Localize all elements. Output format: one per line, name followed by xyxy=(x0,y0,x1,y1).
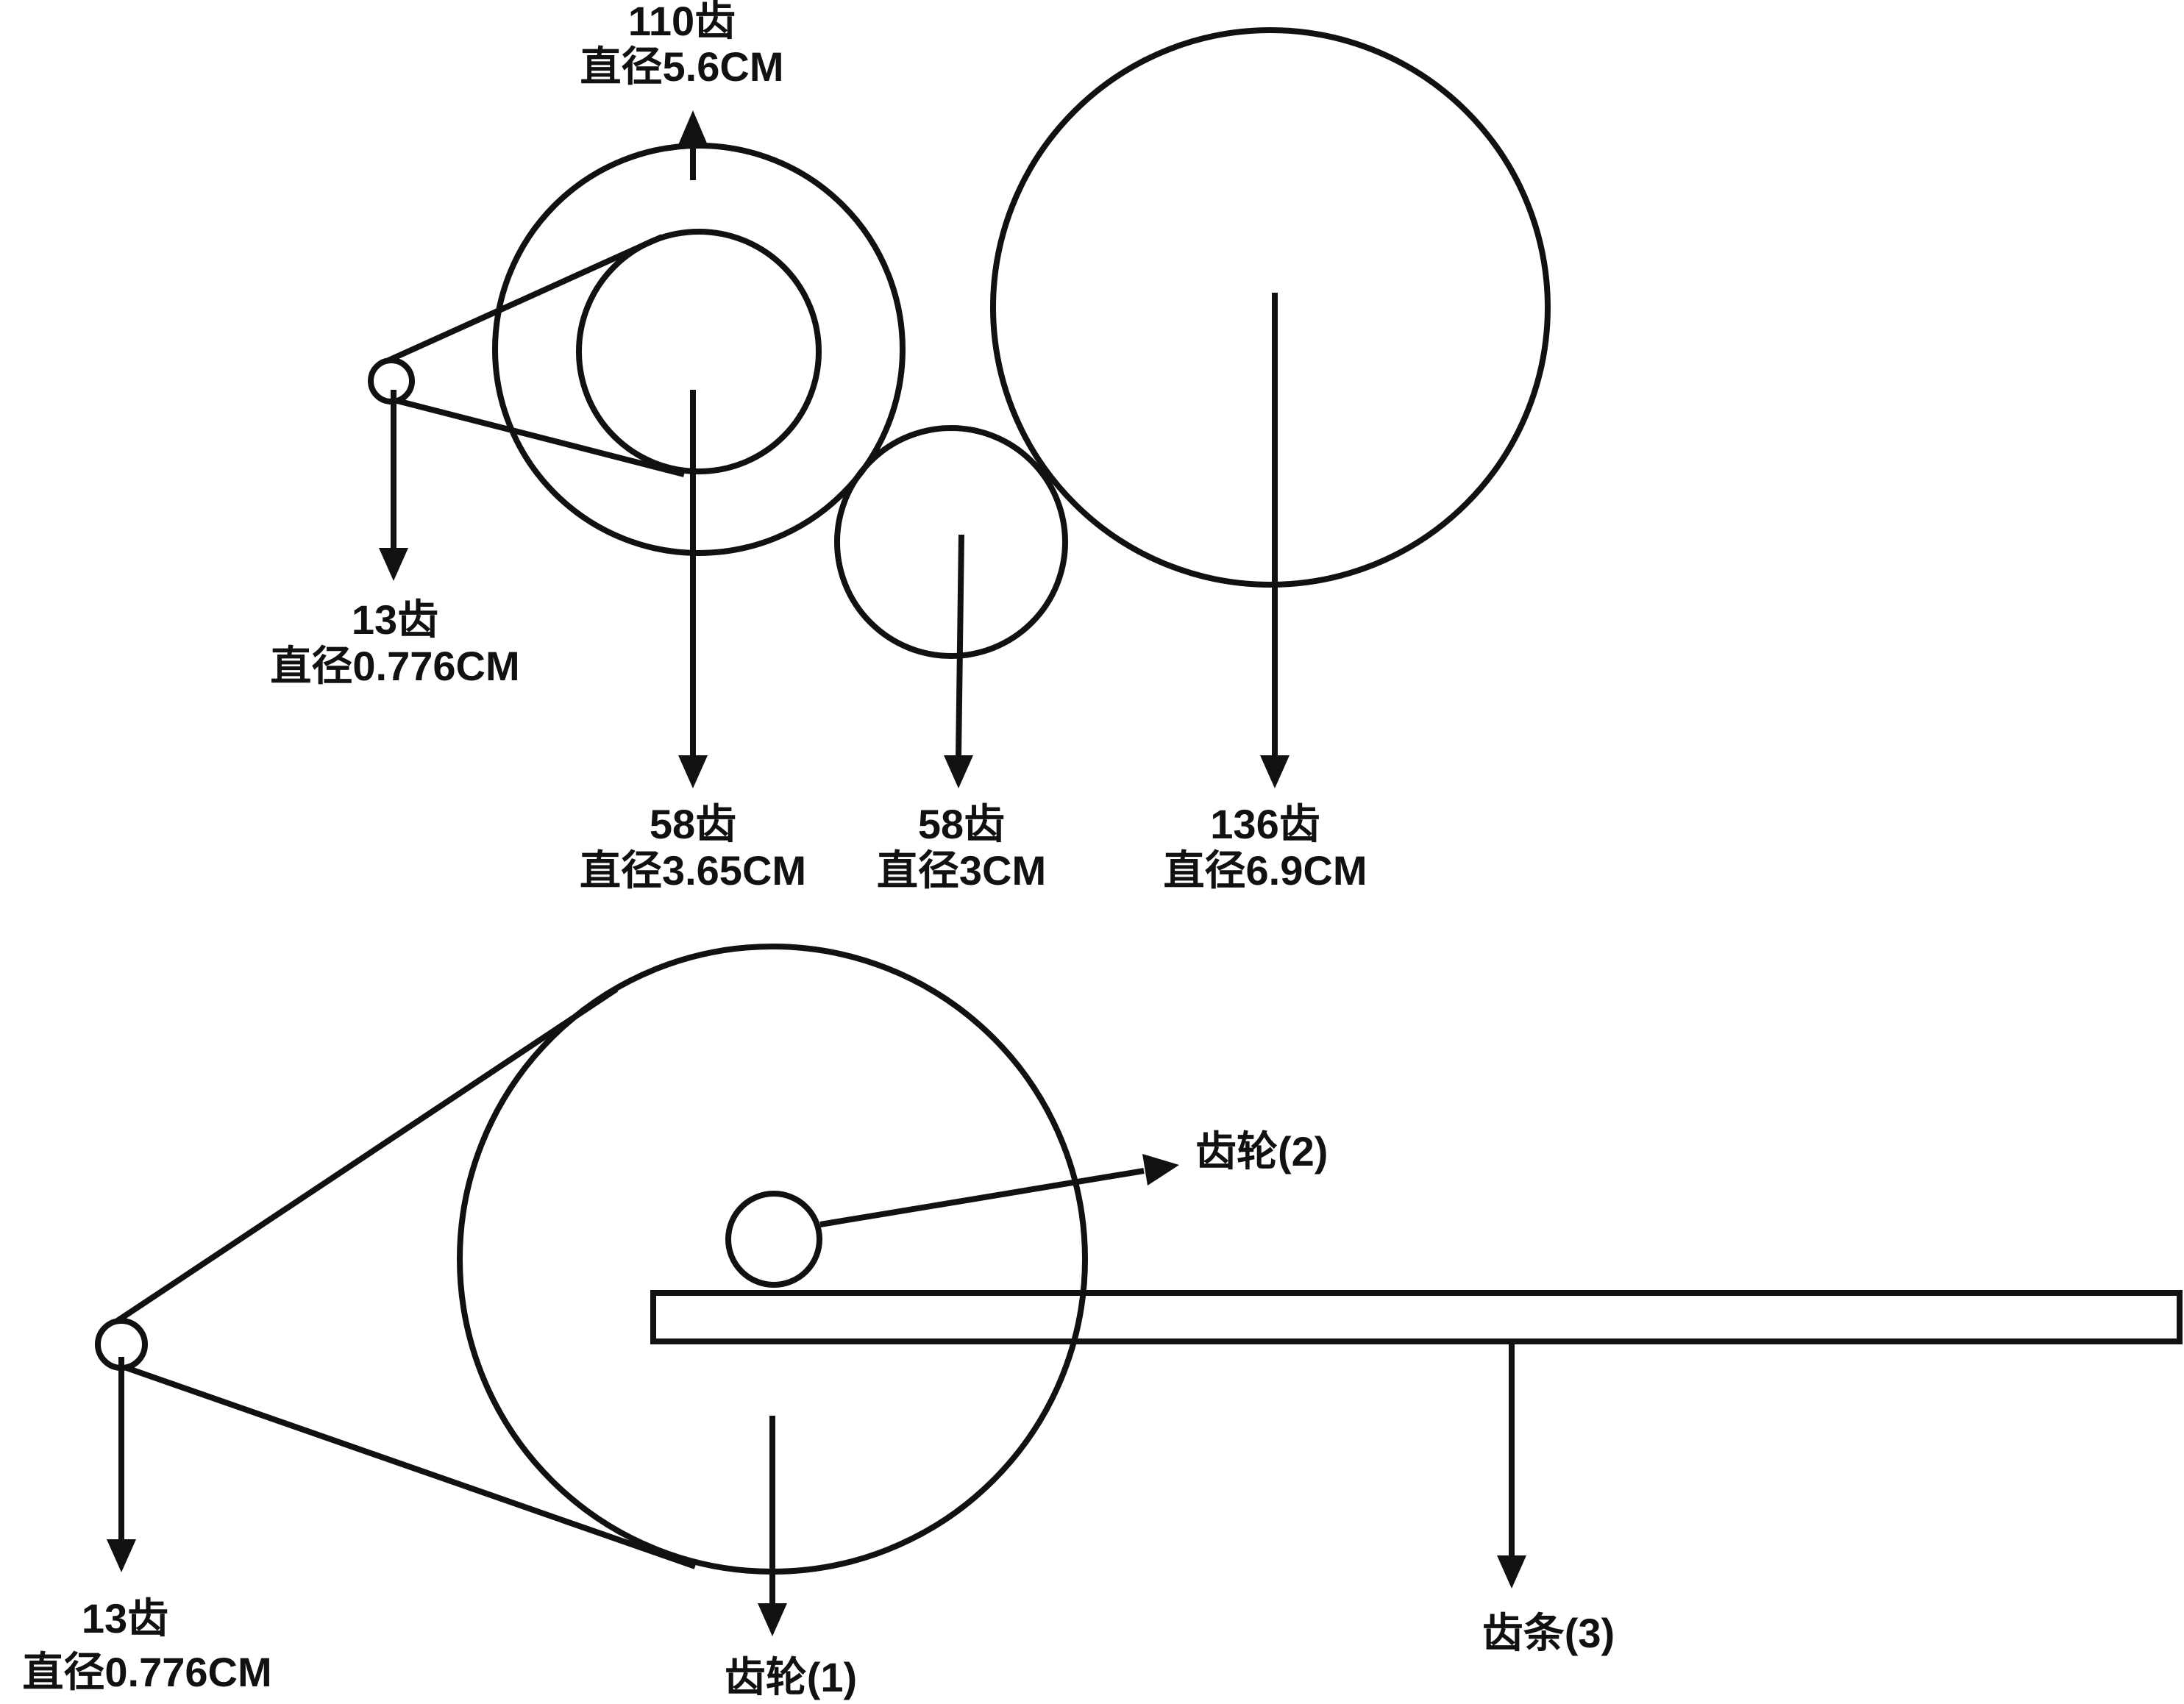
arrowhead-gear-136 xyxy=(1260,755,1290,788)
bottom-figure: 齿轮(2) 13齿 直径0.776CM 齿轮(1) 齿条(3) xyxy=(22,944,2183,1700)
gear-58-small-circle xyxy=(834,425,1068,659)
label-pinion-13-diameter: 直径0.776CM xyxy=(270,643,519,689)
arrowhead-gear-58-small xyxy=(944,755,973,788)
belt-line-bottom-upper xyxy=(114,986,619,1325)
label-pinion-13-bottom-teeth: 13齿 xyxy=(82,1595,168,1641)
label-gear-110-teeth: 110齿 xyxy=(628,0,736,44)
rack-3-rect xyxy=(650,1290,2183,1344)
label-gear-58-inner-teeth: 58齿 xyxy=(650,801,736,847)
top-figure: 110齿 直径5.6CM 13齿 直径0.776CM 58齿 直径3.65CM … xyxy=(270,0,1551,894)
label-gear-2: 齿轮(2) xyxy=(1195,1128,1328,1174)
label-gear-58-small-teeth: 58齿 xyxy=(918,801,1005,847)
label-gear-1: 齿轮(1) xyxy=(725,1654,857,1700)
label-gear-136-diameter: 直径6.9CM xyxy=(1164,847,1367,894)
belt-line-top xyxy=(387,234,664,363)
belt-line-bottom-lower xyxy=(125,1365,697,1569)
arrowhead-gear-1 xyxy=(758,1603,787,1636)
label-gear-136-teeth: 136齿 xyxy=(1210,801,1320,847)
gear-58-inner-circle xyxy=(576,229,822,474)
label-pinion-13-bottom-diameter: 直径0.776CM xyxy=(22,1649,271,1695)
label-gear-110-diameter: 直径5.6CM xyxy=(580,43,784,90)
label-gear-58-small-diameter: 直径3CM xyxy=(877,847,1046,894)
label-pinion-13-teeth: 13齿 xyxy=(352,596,438,643)
arrowhead-gear-2 xyxy=(1142,1154,1179,1186)
gear-136-circle xyxy=(990,27,1551,588)
arrowhead-gear-110 xyxy=(678,110,708,145)
label-gear-58-inner-diameter: 直径3.65CM xyxy=(580,847,806,894)
arrowhead-pinion-13-bottom xyxy=(107,1539,136,1572)
label-rack-3: 齿条(3) xyxy=(1482,1610,1615,1656)
arrowhead-gear-58-inner xyxy=(678,755,708,788)
leader-gear-58-small xyxy=(956,534,964,758)
belt-line-bottom xyxy=(396,398,685,477)
gear-2-circle xyxy=(725,1191,822,1288)
gear-110-circle xyxy=(492,143,906,556)
leader-gear-2 xyxy=(819,1168,1145,1227)
arrowhead-pinion-13 xyxy=(379,548,408,581)
arrowhead-rack-3 xyxy=(1497,1555,1526,1589)
